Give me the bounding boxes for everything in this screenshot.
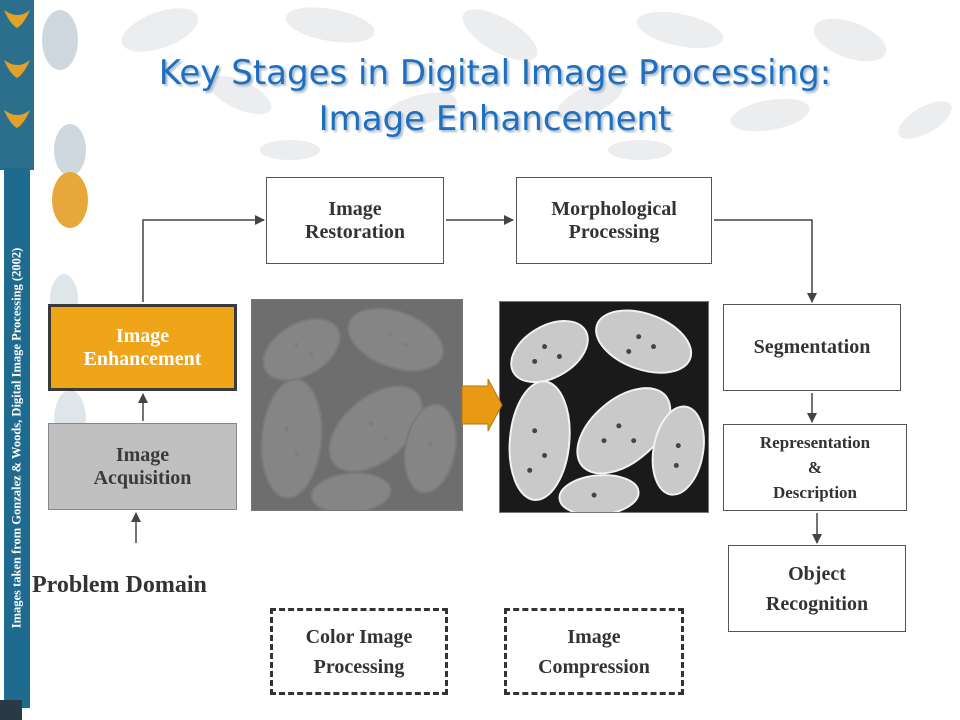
image-enhancement-box: Image Enhancement — [48, 304, 237, 391]
image-restoration-box: Image Restoration — [266, 177, 444, 264]
slide-title: Key Stages in Digital Image Processing: … — [60, 50, 930, 142]
credit-strip: Images taken from Gonzalez & Woods, Digi… — [4, 168, 30, 708]
morphological-processing-box: Morphological Processing — [516, 177, 712, 264]
image-acquisition-box: Image Acquisition — [48, 423, 237, 510]
problem-domain-label: Problem Domain — [32, 572, 207, 598]
title-line-1: Key Stages in Digital Image Processing: — [158, 53, 832, 93]
decorative-border — [0, 0, 88, 450]
before-enhancement-image — [251, 299, 463, 511]
background-pattern — [121, 7, 952, 160]
arrow-morphological-to-segmentation — [714, 219, 817, 303]
image-compression-box: Image Compression — [504, 608, 684, 695]
corner-logo — [0, 700, 22, 720]
after-enhancement-image — [499, 301, 709, 513]
enhancement-transform-arrow — [461, 378, 503, 432]
representation-description-box: Representation & Description — [723, 424, 907, 511]
segmentation-box: Segmentation — [723, 304, 901, 391]
object-recognition-box: Object Recognition — [728, 545, 906, 632]
image-credit: Images taken from Gonzalez & Woods, Digi… — [9, 247, 24, 629]
color-image-processing-box: Color Image Processing — [270, 608, 448, 695]
arrow-enhancement-to-restoration — [142, 215, 265, 302]
title-line-2: Image Enhancement — [318, 99, 672, 139]
